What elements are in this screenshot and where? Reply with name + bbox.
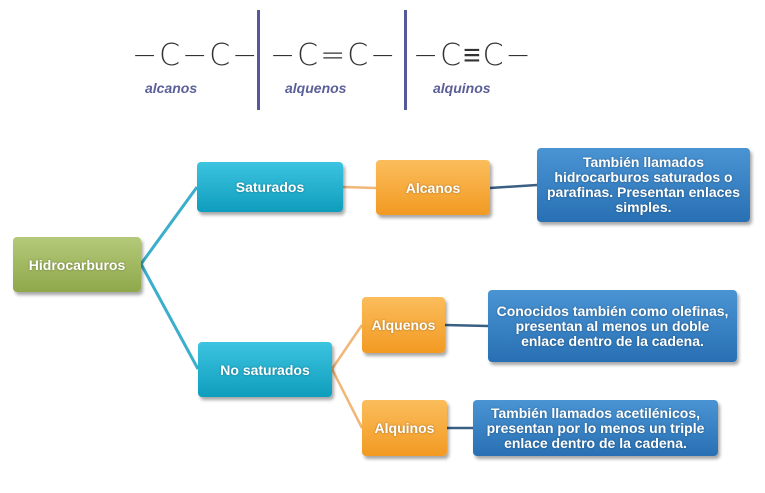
divider	[404, 10, 407, 110]
node-saturados: Saturados	[197, 162, 343, 212]
connector	[330, 324, 364, 370]
alkane-label: alcanos	[145, 80, 198, 96]
node-no-saturados: No saturados	[198, 342, 332, 397]
connector	[139, 186, 199, 265]
connector	[444, 323, 489, 328]
desc-alquinos: También llamados acetilénicos, presentan…	[473, 400, 718, 456]
node-hidrocarburos: Hidrocarburos	[13, 237, 141, 292]
alkene-formula: −C=C−	[270, 38, 398, 73]
alkane-formula: −C−C−	[132, 38, 260, 73]
node-alquinos: Alquinos	[362, 400, 447, 456]
node-alquenos: Alquenos	[362, 297, 445, 353]
connector	[139, 263, 200, 370]
desc-alquenos: Conocidos también como olefinas, present…	[488, 290, 737, 362]
connector	[330, 368, 364, 429]
alkene-label: alquenos	[285, 80, 347, 96]
alkyne-formula: −C≡C−	[413, 38, 533, 73]
connector	[489, 183, 538, 190]
desc-alcanos: También llamados hidrocarburos saturados…	[537, 148, 750, 222]
node-alcanos: Alcanos	[376, 160, 490, 215]
alkyne-label: alquinos	[433, 80, 491, 96]
connector	[342, 185, 377, 190]
divider	[257, 10, 260, 110]
